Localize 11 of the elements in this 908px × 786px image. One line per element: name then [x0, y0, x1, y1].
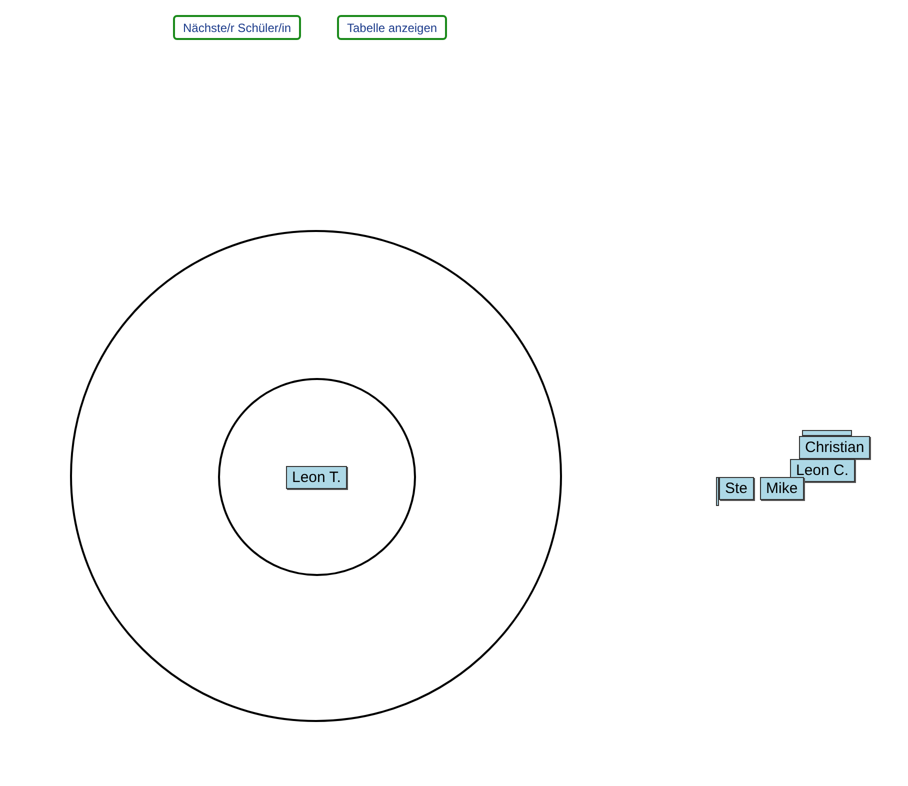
- ring-circle: [70, 230, 562, 722]
- name-card: Mike: [760, 477, 804, 500]
- show-table-button: Tabelle anzeigen: [337, 15, 448, 40]
- name-card: Leon C.: [790, 459, 855, 482]
- name-card: [802, 430, 852, 436]
- name-card: Christian: [799, 436, 870, 459]
- name-card: [716, 477, 719, 506]
- ring-circle: [218, 378, 416, 576]
- name-card: Leon T.: [286, 466, 347, 489]
- next-student-button: Nächste/r Schüler/in: [173, 15, 302, 40]
- name-card: Ste: [719, 477, 754, 500]
